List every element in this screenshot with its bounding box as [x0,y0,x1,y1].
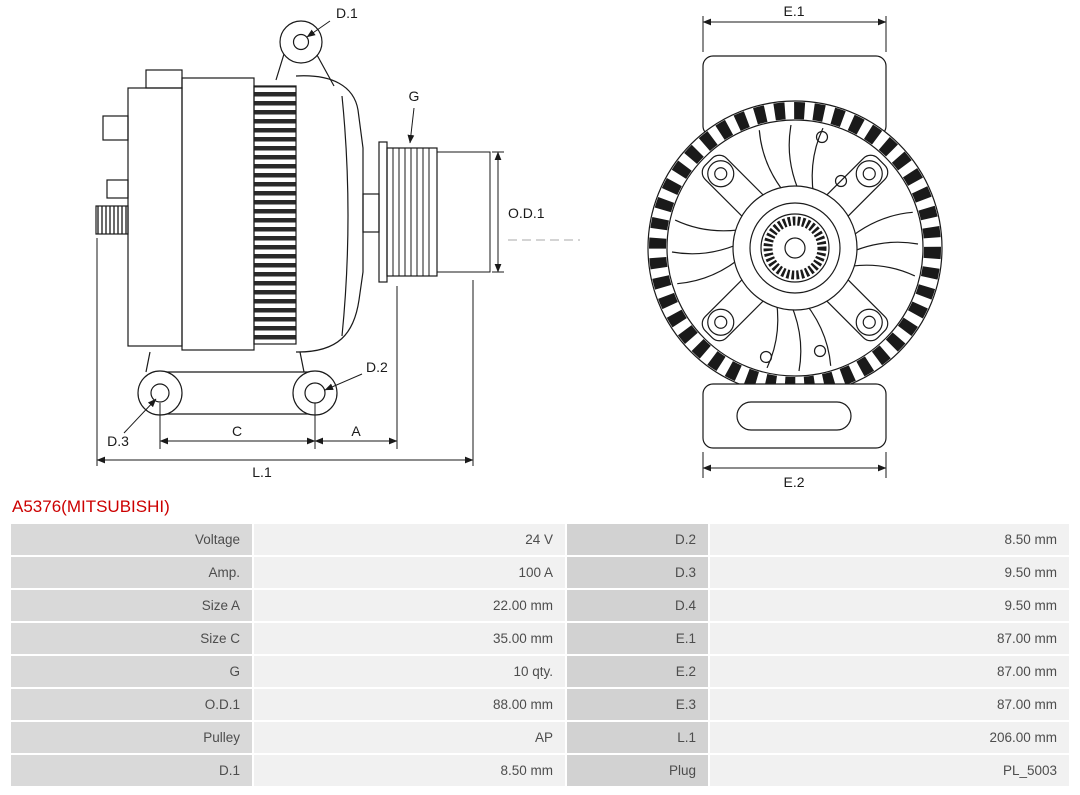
spec-value-right: 9.50 mm [710,557,1069,588]
dim-label-d3: D.3 [107,433,129,449]
spec-table-row: Voltage 24 V D.2 8.50 mm [11,524,1069,555]
spec-label-left: Voltage [11,524,252,555]
spec-table-row: D.1 8.50 mm Plug PL_5003 [11,755,1069,786]
spec-value-left: 35.00 mm [254,623,565,654]
spec-value-right: 87.00 mm [710,656,1069,687]
spec-value-right: 87.00 mm [710,689,1069,720]
spec-value-left: AP [254,722,565,753]
front-view [647,55,943,449]
dim-label-g: G [409,88,420,104]
dim-label-d1: D.1 [336,5,358,21]
spec-label-right: Plug [567,755,708,786]
spec-label-right: D.3 [567,557,708,588]
spec-label-right: E.2 [567,656,708,687]
spec-value-right: 87.00 mm [710,623,1069,654]
dim-label-d2: D.2 [366,359,388,375]
part-number-title: A5376(MITSUBISHI) [12,497,170,516]
spec-value-left: 8.50 mm [254,755,565,786]
spec-table-row: Size C 35.00 mm E.1 87.00 mm [11,623,1069,654]
front-view-dimensions [702,16,887,478]
spec-value-left: 10 qty. [254,656,565,687]
spec-label-left: Size A [11,590,252,621]
dim-label-e2: E.2 [783,474,804,490]
spec-value-right: 206.00 mm [710,722,1069,753]
spec-value-left: 24 V [254,524,565,555]
spec-value-left: 100 A [254,557,565,588]
spec-label-right: D.4 [567,590,708,621]
spec-label-left: D.1 [11,755,252,786]
spec-value-left: 22.00 mm [254,590,565,621]
dim-label-c: C [232,423,242,439]
dim-label-a: A [351,423,361,439]
spec-label-right: L.1 [567,722,708,753]
spec-table-row: Pulley AP L.1 206.00 mm [11,722,1069,753]
spec-table-row: G 10 qty. E.2 87.00 mm [11,656,1069,687]
spec-label-left: Pulley [11,722,252,753]
dim-label-od1: O.D.1 [508,205,545,221]
spec-value-right: PL_5003 [710,755,1069,786]
spec-value-right: 9.50 mm [710,590,1069,621]
spec-table-row: Amp. 100 A D.3 9.50 mm [11,557,1069,588]
spec-table-row: Size A 22.00 mm D.4 9.50 mm [11,590,1069,621]
spec-table-row: O.D.1 88.00 mm E.3 87.00 mm [11,689,1069,720]
spec-label-right: E.3 [567,689,708,720]
technical-drawing: D.1 G O.D.1 D.2 D.3 C A L.1 E.1 E.2 [95,3,943,490]
dim-label-l1: L.1 [252,464,272,480]
spec-label-right: E.1 [567,623,708,654]
spec-value-right: 8.50 mm [710,524,1069,555]
spec-label-left: G [11,656,252,687]
spec-table: Voltage 24 V D.2 8.50 mm Amp. 100 A D.3 … [11,524,1069,786]
spec-label-left: Amp. [11,557,252,588]
spec-label-left: O.D.1 [11,689,252,720]
dim-label-e1: E.1 [783,3,804,19]
side-view [95,20,491,416]
spec-label-right: D.2 [567,524,708,555]
dimension-labels: D.1 G O.D.1 D.2 D.3 C A L.1 E.1 E.2 [107,3,805,490]
side-view-dimensions [96,20,580,466]
spec-label-left: Size C [11,623,252,654]
spec-value-left: 88.00 mm [254,689,565,720]
